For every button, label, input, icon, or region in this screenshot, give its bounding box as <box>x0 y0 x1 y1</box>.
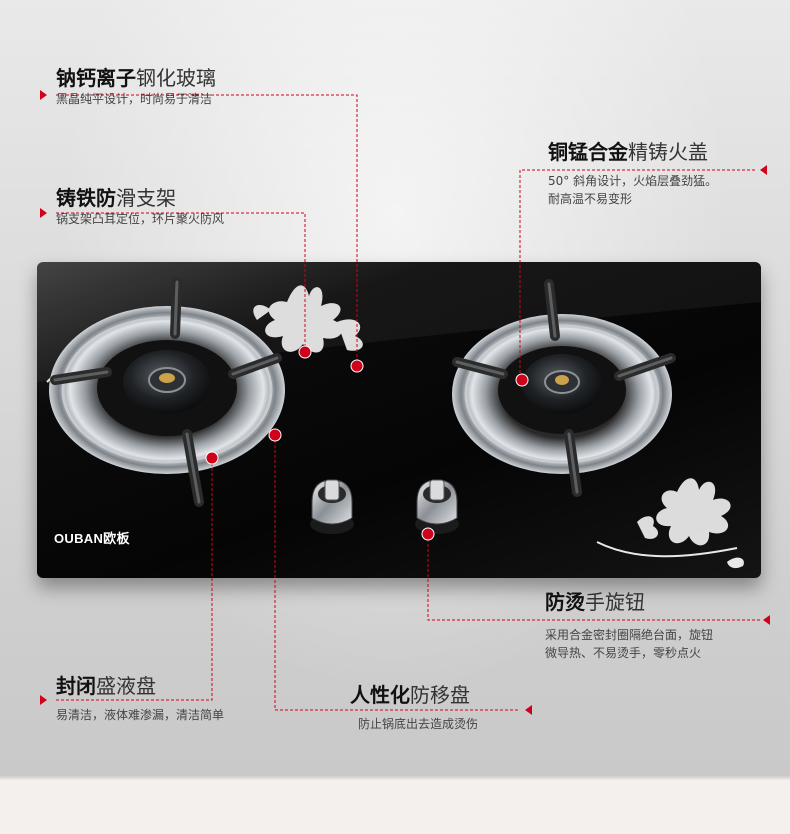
right-vine <box>596 541 738 558</box>
feature-knob-desc-line2: 微导热、不易烫手，零秒点火 <box>545 646 702 660</box>
drip-marker <box>40 695 47 705</box>
brand-logo: OUBAN欧板 <box>54 531 130 546</box>
feature-support-title: 铸铁防滑支架 <box>56 186 176 210</box>
feature-drip-desc: 易清洁，液体难渗漏，清洁简单 <box>56 708 225 722</box>
feature-cap: 铜锰合金精铸火盖 50° 斜角设计，火焰层叠劲猛。 耐高温不易变形 <box>548 140 717 208</box>
gas-stove-product <box>37 262 761 578</box>
feature-cap-desc-line2: 耐高温不易变形 <box>548 192 633 206</box>
feature-cap-desc-line1: 50° 斜角设计，火焰层叠劲猛。 <box>548 174 718 188</box>
feature-support-desc: 锅支架凸耳定位，环片聚火防风 <box>56 212 225 226</box>
feature-drip: 封闭盛液盘 易清洁，液体难渗漏，清洁简单 <box>56 674 224 724</box>
right-flower-pattern <box>637 478 731 546</box>
feature-glass-desc: 黑晶纯平设计，时尚易于清洁 <box>56 92 213 106</box>
support-marker <box>40 208 47 218</box>
feature-cap-title: 铜锰合金精铸火盖 <box>548 140 708 164</box>
left-knob <box>310 479 354 534</box>
feature-knob-title: 防烫手旋钮 <box>545 590 645 614</box>
feature-pan: 人性化防移盘 防止锅底出去造成烫伤 <box>350 683 478 733</box>
glass-marker <box>40 90 47 100</box>
feature-support: 铸铁防滑支架 锅支架凸耳定位，环片聚火防风 <box>56 186 224 228</box>
feature-pan-desc: 防止锅底出去造成烫伤 <box>358 717 479 731</box>
pan-marker <box>525 705 532 715</box>
feature-drip-title: 封闭盛液盘 <box>56 674 156 698</box>
feature-glass-title: 钠钙离子钢化玻璃 <box>56 66 216 90</box>
feature-knob-desc-line1: 采用合金密封圈隔绝台面，旋钮 <box>545 628 714 642</box>
bottom-strip <box>0 780 790 834</box>
feature-knob: 防烫手旋钮 采用合金密封圈隔绝台面，旋钮 微导热、不易烫手，零秒点火 <box>545 590 713 662</box>
feature-glass: 钠钙离子钢化玻璃 黑晶纯平设计，时尚易于清洁 <box>56 66 216 108</box>
right-knob <box>415 479 459 534</box>
feature-pan-title: 人性化防移盘 <box>350 683 470 707</box>
cap-marker <box>760 165 767 175</box>
knob-marker <box>763 615 770 625</box>
stove-illustration <box>37 262 761 569</box>
